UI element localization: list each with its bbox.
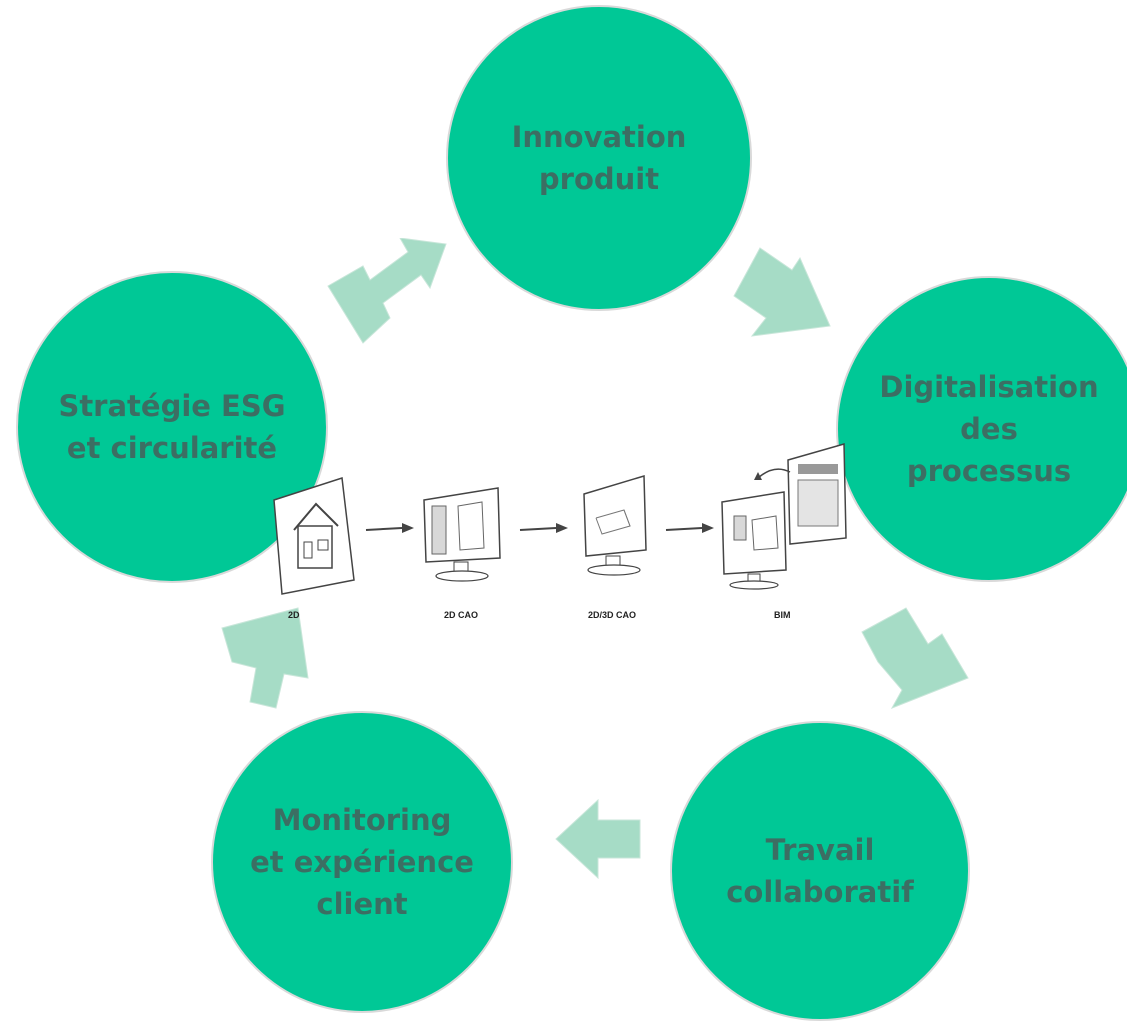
arrow-right-icon bbox=[665, 523, 714, 533]
caption-bim: BIM bbox=[774, 610, 791, 620]
arrow-digitalisation-to-collaboratif bbox=[861, 607, 969, 709]
arrow-monitoring-to-esg bbox=[221, 607, 309, 709]
node-digitalisation-processus: Digitalisation des processus bbox=[836, 276, 1127, 582]
node-digitalisation-label: Digitalisation des processus bbox=[879, 370, 1099, 488]
monitor-2d-cao-icon bbox=[423, 487, 501, 582]
node-monitoring-experience-client: Monitoring et expérience client bbox=[211, 711, 513, 1013]
caption-2d: 2D bbox=[288, 610, 300, 620]
monitor-3d-cao-icon bbox=[583, 475, 647, 576]
arrow-esg-to-innovation bbox=[327, 238, 447, 344]
bim-evolution-illustration: 2D 2D CAO 2D/3D CAO BIM bbox=[273, 443, 847, 620]
node-monitoring-label: Monitoring et expérience client bbox=[250, 803, 474, 921]
node-collaboratif-label: Travail collaboratif bbox=[726, 833, 914, 909]
caption-2d-cao: 2D CAO bbox=[444, 610, 478, 620]
house-sketch-icon bbox=[273, 477, 355, 595]
node-strategie-esg: Stratégie ESG et circularité bbox=[16, 271, 328, 583]
bim-monitors-icon bbox=[721, 443, 847, 590]
arrow-innovation-to-digitalisation bbox=[733, 247, 831, 337]
arrow-right-icon bbox=[519, 523, 568, 533]
node-travail-collaboratif: Travail collaboratif bbox=[670, 721, 970, 1021]
arrow-right-icon bbox=[365, 523, 414, 533]
node-innovation-produit: Innovation produit bbox=[446, 5, 752, 311]
arrow-collaboratif-to-monitoring bbox=[555, 798, 641, 880]
node-innovation-label: Innovation produit bbox=[511, 120, 687, 196]
caption-2d-3d-cao: 2D/3D CAO bbox=[588, 610, 636, 620]
node-esg-label: Stratégie ESG et circularité bbox=[58, 389, 286, 465]
